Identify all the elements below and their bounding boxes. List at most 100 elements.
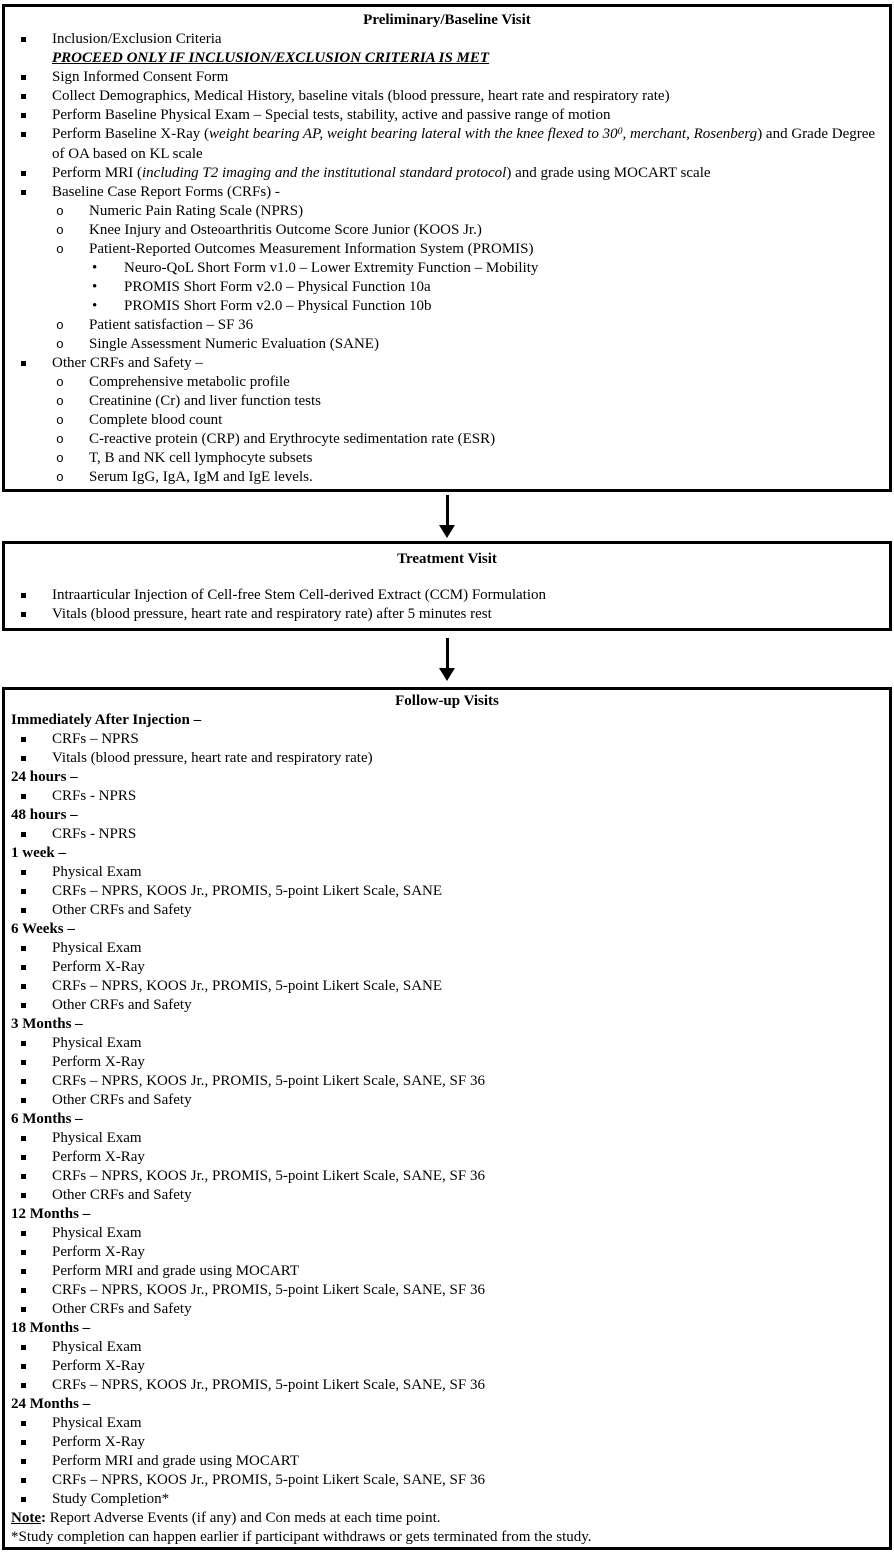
baseline-visit-title: Preliminary/Baseline Visit <box>363 12 531 28</box>
list-item: Perform X-Ray <box>5 1357 889 1376</box>
circle-outline-bullet-icon: o <box>56 394 64 409</box>
line-text: PROMIS Short Form v2.0 – Physical Functi… <box>124 298 432 314</box>
square-bullet-icon <box>21 946 26 951</box>
line-text: Physical Exam <box>52 1415 142 1431</box>
line-text: Physical Exam <box>52 1339 142 1355</box>
timepoint-heading: 6 Months – <box>5 1110 889 1129</box>
line-text: Other CRFs and Safety <box>52 1187 192 1203</box>
list-item: Other CRFs and Safety <box>5 901 889 920</box>
dot-bullet-icon: • <box>92 279 98 295</box>
line-text: CRFs – NPRS, KOOS Jr., PROMIS, 5-point L… <box>52 978 443 994</box>
list-item: Perform Baseline Physical Exam – Special… <box>5 106 889 125</box>
timepoint-heading: 18 Months – <box>5 1319 889 1338</box>
timepoint-heading: 48 hours – <box>5 806 889 825</box>
square-bullet-icon <box>21 1079 26 1084</box>
line-text: Perform MRI and grade using MOCART <box>52 1453 299 1469</box>
line-text: Complete blood count <box>89 412 223 428</box>
line-text: 1 week – <box>11 845 66 861</box>
square-bullet-icon <box>21 1440 26 1445</box>
list-item: Study Completion* <box>5 1490 889 1509</box>
list-item: Vitals (blood pressure, heart rate and r… <box>5 749 889 768</box>
list-item: Perform Baseline X-Ray (weight bearing A… <box>5 125 889 164</box>
list-item: Physical Exam <box>5 1338 889 1357</box>
line-text: CRFs – NPRS, KOOS Jr., PROMIS, 5-point L… <box>52 883 443 899</box>
square-bullet-icon <box>21 1250 26 1255</box>
timepoint-heading: 1 week – <box>5 844 889 863</box>
square-bullet-icon <box>21 1288 26 1293</box>
line-text: 48 hours – <box>11 807 78 823</box>
line-text: PROCEED ONLY IF INCLUSION/EXCLUSION CRIT… <box>52 50 490 66</box>
square-bullet-icon <box>21 1383 26 1388</box>
line-text: T, B and NK cell lymphocyte subsets <box>89 450 313 466</box>
square-bullet-icon <box>21 1478 26 1483</box>
timepoint-heading: 12 Months – <box>5 1205 889 1224</box>
list-item: CRFs – NPRS, KOOS Jr., PROMIS, 5-point L… <box>5 1281 889 1300</box>
line-text: CRFs – NPRS <box>52 731 139 747</box>
line-text: Perform X-Ray <box>52 1244 145 1260</box>
circle-outline-bullet-icon: o <box>56 451 64 466</box>
line-text: Perform X-Ray <box>52 1149 145 1165</box>
list-item: Perform MRI and grade using MOCART <box>5 1262 889 1281</box>
list-item: CRFs – NPRS, KOOS Jr., PROMIS, 5-point L… <box>5 977 889 996</box>
dot-bullet-icon: • <box>92 298 98 314</box>
square-bullet-icon <box>21 75 26 80</box>
square-bullet-icon <box>21 1269 26 1274</box>
line-text: Collect Demographics, Medical History, b… <box>52 88 670 104</box>
line-text: Perform X-Ray <box>52 1434 145 1450</box>
square-bullet-icon <box>21 132 26 137</box>
line-text: 3 Months – <box>11 1016 83 1032</box>
list-item: Perform X-Ray <box>5 1243 889 1262</box>
line-text: 6 Weeks – <box>11 921 75 937</box>
down-arrow-stem <box>445 637 449 668</box>
line-text: Perform Baseline Physical Exam – Special… <box>52 107 611 123</box>
line-text: CRFs - NPRS <box>52 788 137 804</box>
circle-outline-bullet-icon: o <box>56 470 64 485</box>
list-item: Other CRFs and Safety <box>5 1186 889 1205</box>
line-text: Vitals (blood pressure, heart rate and r… <box>52 750 373 766</box>
square-bullet-icon <box>21 171 26 176</box>
list-item: Physical Exam <box>5 1034 889 1053</box>
square-bullet-icon <box>21 1041 26 1046</box>
list-item: CRFs – NPRS, KOOS Jr., PROMIS, 5-point L… <box>5 1376 889 1395</box>
circle-outline-bullet-icon: o <box>56 204 64 219</box>
square-bullet-icon <box>21 1459 26 1464</box>
line-text: Serum IgG, IgA, IgM and IgE levels. <box>89 469 313 485</box>
square-bullet-icon <box>21 1174 26 1179</box>
line-text: C-reactive protein (CRP) and Erythrocyte… <box>89 431 496 447</box>
square-bullet-icon <box>21 965 26 970</box>
down-arrow-icon <box>439 667 455 681</box>
line-text: Intraarticular Injection of Cell-free St… <box>52 587 547 603</box>
list-item: Physical Exam <box>5 863 889 882</box>
line-text: CRFs – NPRS, KOOS Jr., PROMIS, 5-point L… <box>52 1282 485 1298</box>
square-bullet-icon <box>21 37 26 42</box>
line-text: Perform MRI and grade using MOCART <box>52 1263 299 1279</box>
line-text: CRFs – NPRS, KOOS Jr., PROMIS, 5-point L… <box>52 1377 485 1393</box>
list-item: Perform MRI and grade using MOCART <box>5 1452 889 1471</box>
list-item: CRFs – NPRS, KOOS Jr., PROMIS, 5-point L… <box>5 882 889 901</box>
line-text: Perform X-Ray <box>52 959 145 975</box>
line-text: PROMIS Short Form v2.0 – Physical Functi… <box>124 279 431 295</box>
line-text: Perform Baseline X-Ray (weight bearing A… <box>52 125 876 162</box>
list-item: Other CRFs and Safety <box>5 996 889 1015</box>
list-item: Perform X-Ray <box>5 958 889 977</box>
treatment-visit-list: Intraarticular Injection of Cell-free St… <box>5 586 889 624</box>
timepoint-heading: 24 Months – <box>5 1395 889 1414</box>
dot-bullet-icon: • <box>92 260 98 276</box>
square-bullet-icon <box>21 1421 26 1426</box>
list-item: CRFs – NPRS, KOOS Jr., PROMIS, 5-point L… <box>5 1072 889 1091</box>
timepoint-heading: Immediately After Injection – <box>5 711 889 730</box>
square-bullet-icon <box>21 1307 26 1312</box>
circle-outline-bullet-icon: o <box>56 318 64 333</box>
square-bullet-icon <box>21 1231 26 1236</box>
circle-outline-bullet-icon: o <box>56 223 64 238</box>
square-bullet-icon <box>21 1345 26 1350</box>
continuation-line: PROCEED ONLY IF INCLUSION/EXCLUSION CRIT… <box>5 49 889 68</box>
timepoint-heading: 3 Months – <box>5 1015 889 1034</box>
line-text: Study Completion* <box>52 1491 170 1507</box>
